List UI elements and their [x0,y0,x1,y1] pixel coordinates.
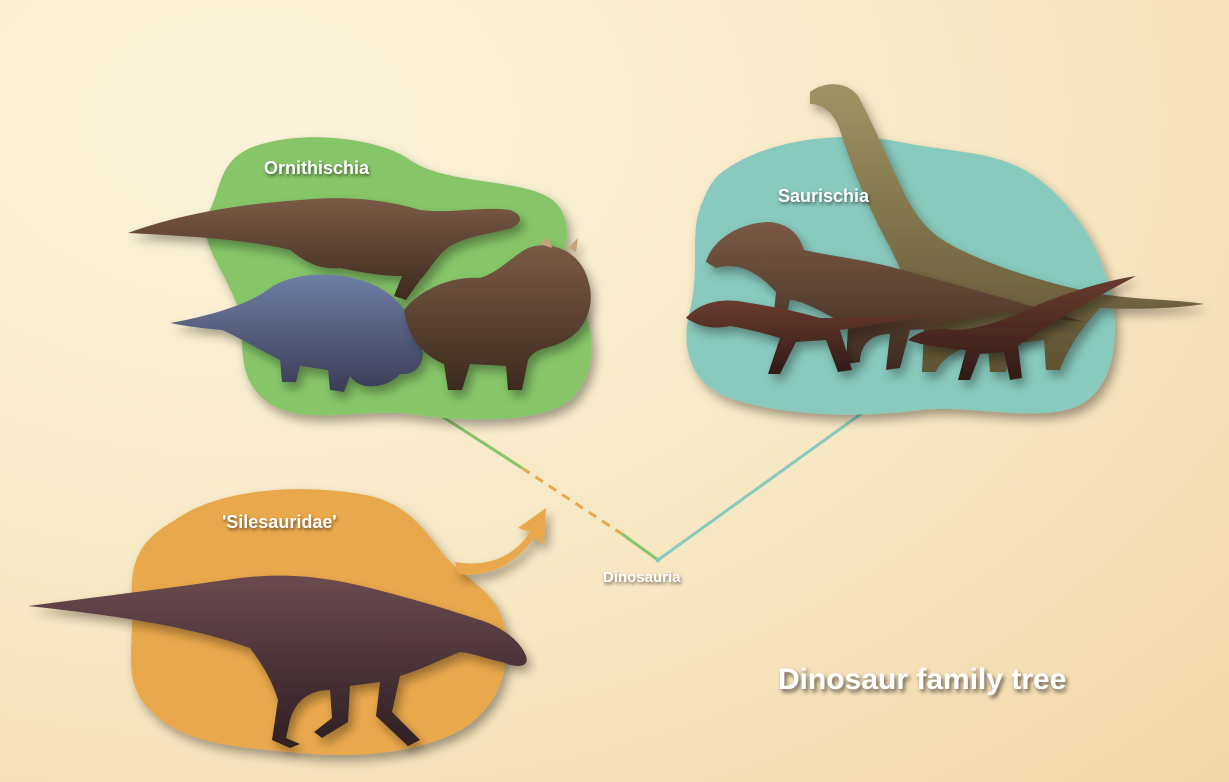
ornithischia-label: Ornithischia [264,158,369,179]
branch-ornithischia [440,415,522,468]
silesauridae-label: 'Silesauridae' [222,512,337,533]
branch-root-stub [622,534,658,560]
saurischia-label: Saurischia [778,186,869,207]
ankylosaur-illustration [170,274,423,392]
dinosauria-node [656,558,661,563]
silesauridae-arrow [455,508,546,575]
branch-saurischia [658,398,883,560]
dinosauria-label: Dinosauria [603,569,681,586]
diagram-title: Dinosaur family tree [778,663,1066,697]
